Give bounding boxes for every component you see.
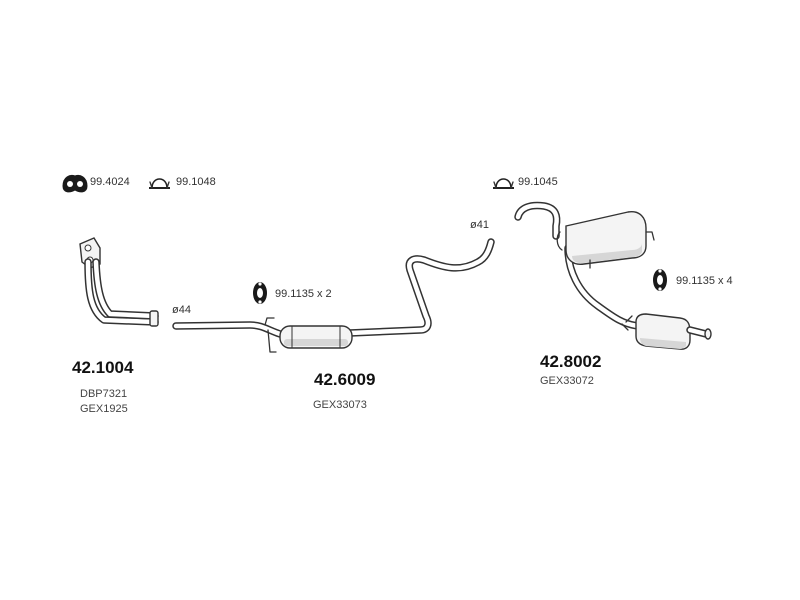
clamp-rear-part-number: 99.1045 [518, 176, 558, 188]
rear-silencer-code-1: GEX33072 [540, 375, 594, 387]
front-pipe-diameter: ø44 [172, 304, 191, 316]
front-pipe-code-1: DBP7321 [80, 388, 127, 400]
rear-silencer-part-number: 42.8002 [540, 352, 601, 371]
rubber-mount-accessory-rear: 99.1135 x 4 [653, 269, 733, 291]
rubber-mount-icon [653, 269, 667, 291]
middle-pipe-diameter: ø41 [470, 219, 489, 231]
front-pipe-code-2: GEX1925 [80, 403, 128, 415]
middle-pipe-code-1: GEX33073 [313, 399, 367, 411]
front-pipe-part-number: 42.1004 [72, 358, 134, 377]
clamp-icon [493, 178, 514, 189]
rubber-mount-accessory-mid: 99.1135 x 2 [253, 282, 332, 304]
rear-silencer-drawing [514, 201, 712, 350]
middle-pipe-part-number: 42.6009 [314, 370, 375, 389]
rubber-mount-rear-label: 99.1135 x 4 [676, 275, 733, 287]
rubber-mount-mid-label: 99.1135 x 2 [275, 288, 332, 300]
gasket-accessory: 99.4024 [62, 174, 130, 193]
clamp-front-part-number: 99.1048 [176, 176, 216, 188]
middle-pipe-drawing [172, 238, 495, 353]
gasket-part-number: 99.4024 [90, 176, 130, 188]
gasket-icon [62, 174, 88, 193]
front-pipe-drawing [79, 237, 159, 327]
clamp-accessory-rear: 99.1045 [493, 176, 558, 189]
clamp-icon [149, 178, 170, 189]
clamp-accessory-front: 99.1048 [149, 176, 216, 189]
rubber-mount-icon [253, 282, 267, 304]
